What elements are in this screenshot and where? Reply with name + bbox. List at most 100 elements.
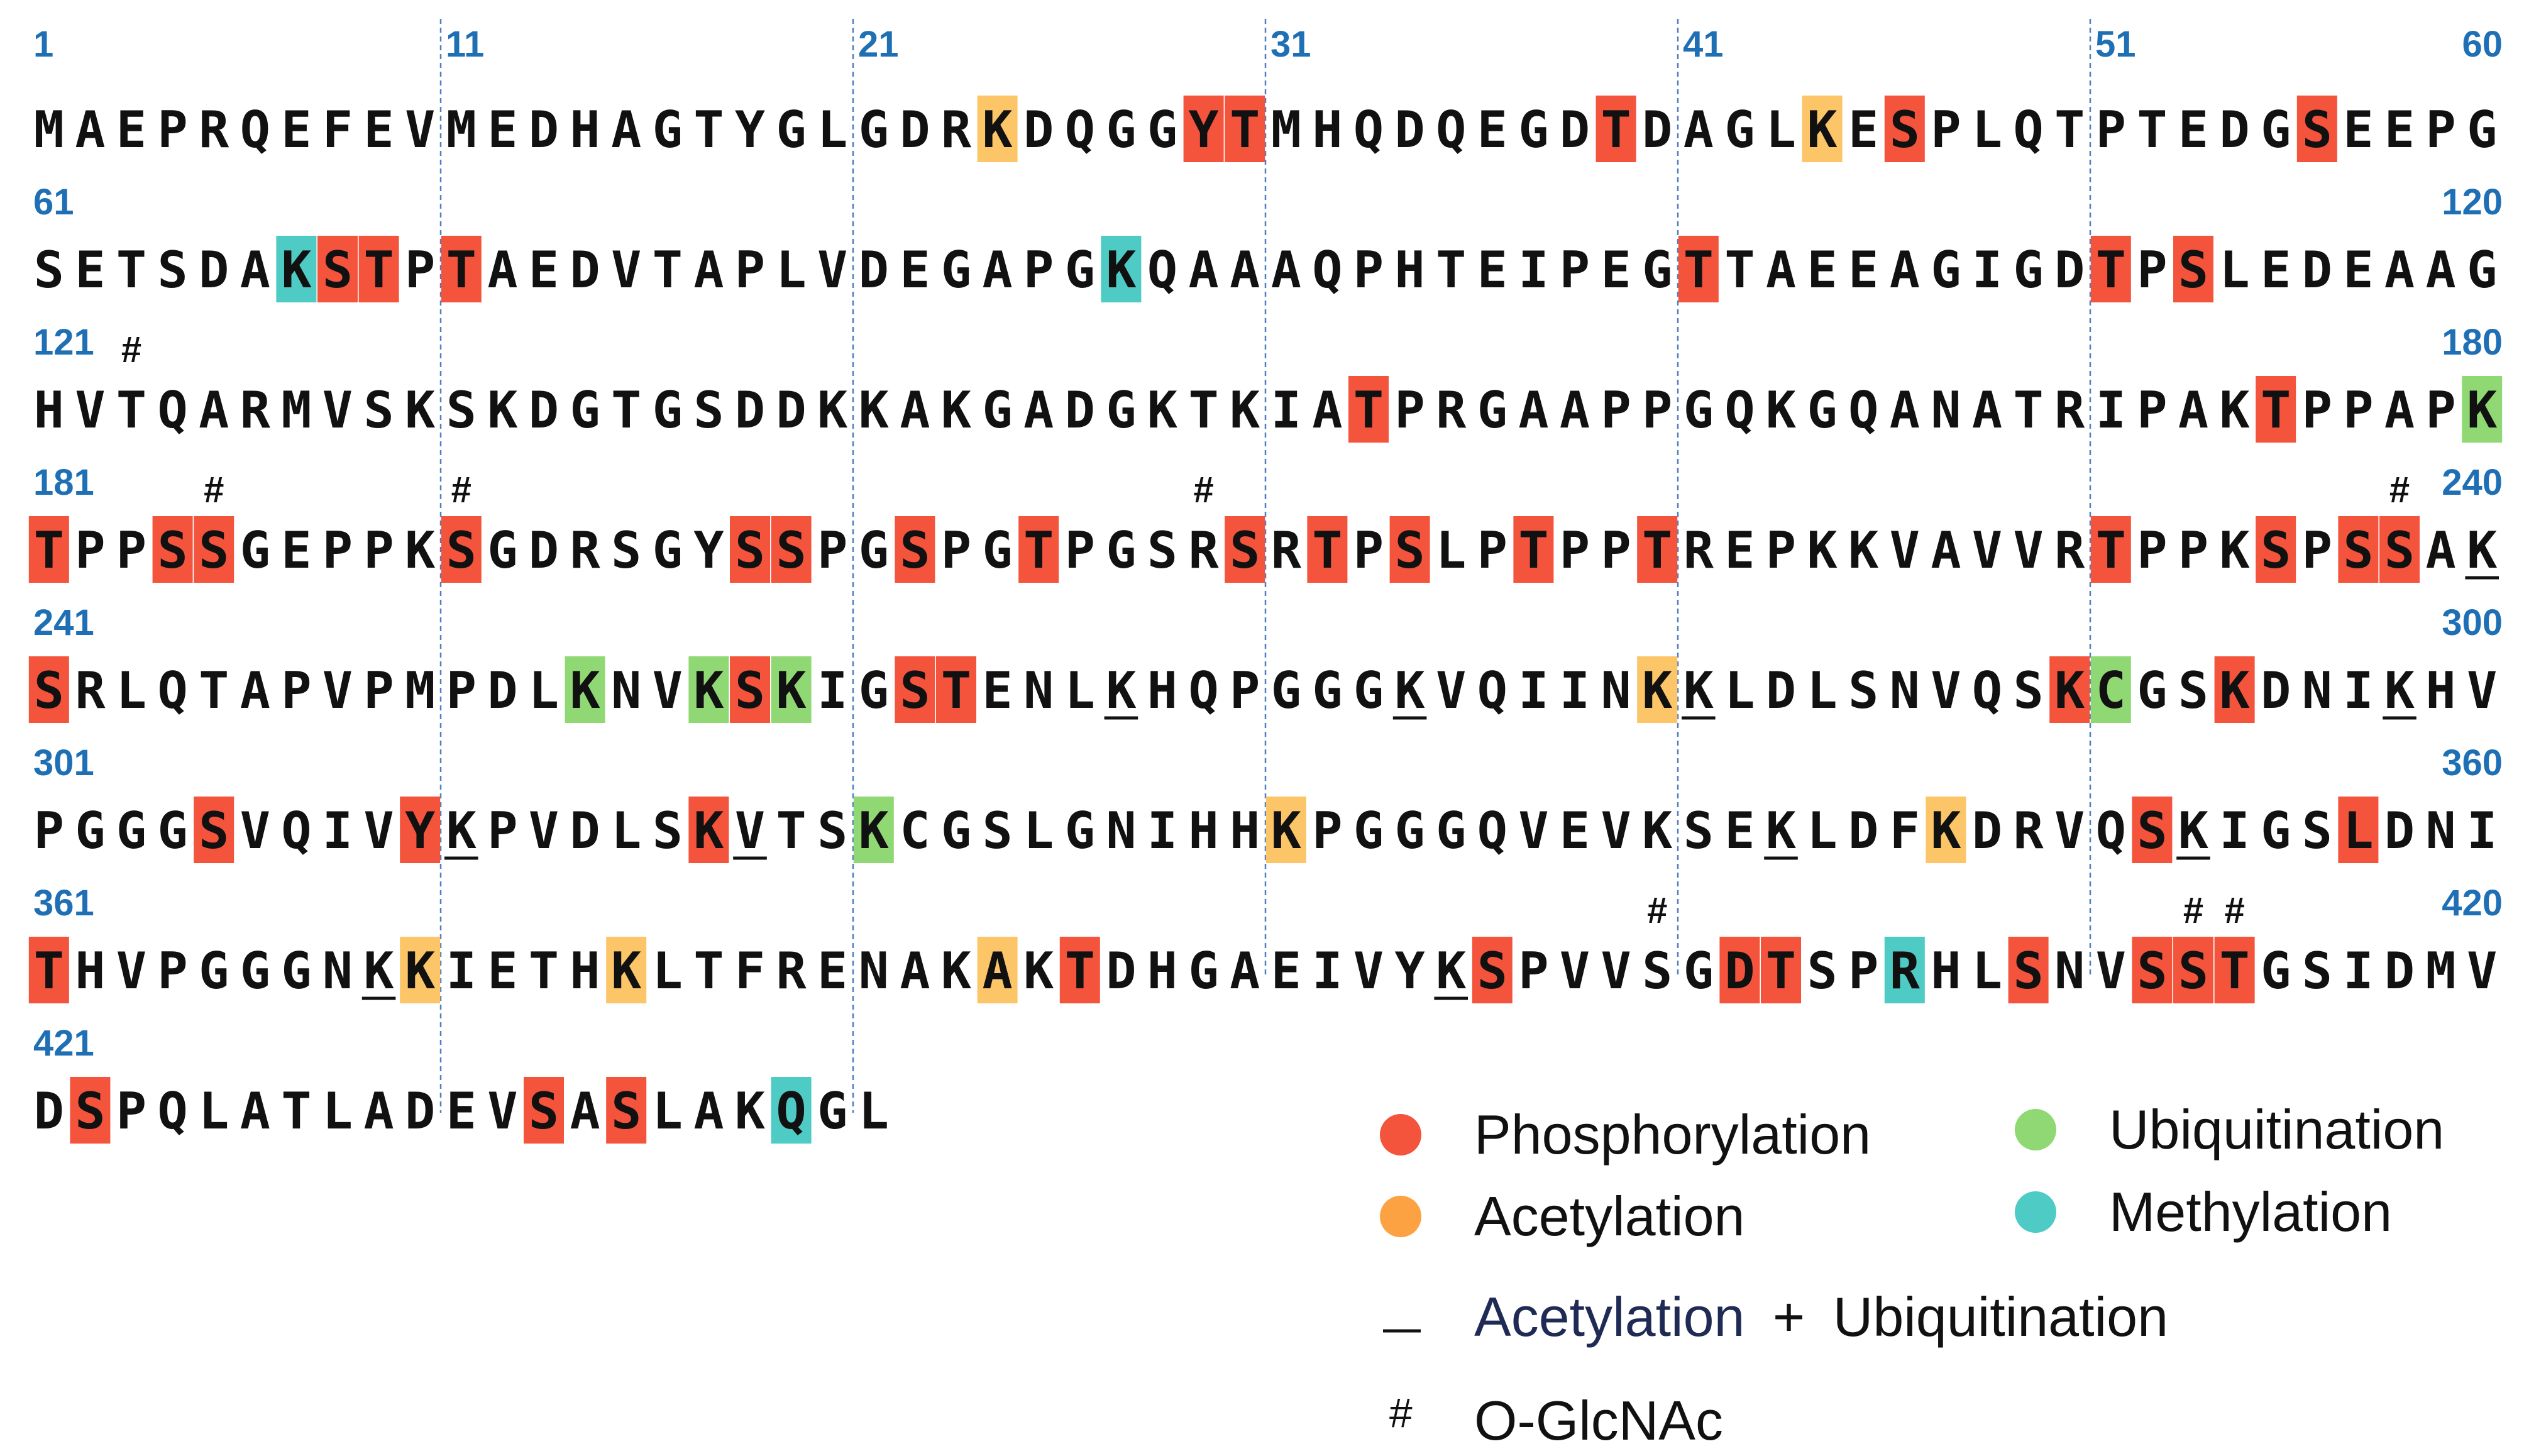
residue: S — [735, 661, 765, 720]
residue: E — [1271, 942, 1301, 1000]
residue: P — [941, 521, 971, 580]
residue: R — [1684, 521, 1714, 580]
phosphorylation-highlight — [1225, 516, 1265, 583]
residue: L — [611, 802, 641, 860]
residue: M — [2426, 942, 2456, 1000]
residue: G — [281, 942, 311, 1000]
residue: P — [1560, 521, 1590, 580]
phosphorylation-highlight — [152, 516, 193, 583]
top-position-label: 21 — [858, 24, 899, 65]
residue: Q — [1312, 241, 1342, 299]
acetylation-highlight — [1802, 96, 1843, 162]
methylation-highlight — [771, 1077, 812, 1144]
residue: S — [2261, 521, 2291, 580]
legend-hash-symbol: # — [1389, 1389, 1413, 1436]
residue: L — [529, 661, 559, 720]
residue: H — [1230, 802, 1260, 860]
residue: S — [34, 661, 64, 720]
phosphorylation-highlight — [2256, 516, 2296, 583]
residue: H — [1189, 802, 1219, 860]
residue: G — [1436, 802, 1466, 860]
residue: Q — [281, 802, 311, 860]
residue: P — [364, 521, 394, 580]
residue: K — [281, 241, 311, 299]
residue: K — [2054, 661, 2085, 720]
phosphorylation-highlight — [2132, 937, 2173, 1003]
residue: A — [1230, 241, 1260, 299]
residue: T — [1724, 241, 1755, 299]
residue: I — [322, 802, 353, 860]
residue: G — [1353, 661, 1384, 720]
residue: A — [240, 241, 270, 299]
residue: G — [1065, 802, 1095, 860]
residue: A — [983, 241, 1013, 299]
residue: D — [2054, 241, 2085, 299]
phosphorylation-highlight — [2132, 797, 2173, 863]
residue: Y — [1395, 942, 1425, 1000]
residue: S — [2178, 241, 2208, 299]
o-glcnac-hash: # — [121, 329, 141, 370]
residue: K — [2178, 802, 2208, 860]
legend: Phosphorylation Acetylation Ubiquitinati… — [1380, 1098, 2444, 1452]
residue: Q — [158, 661, 188, 720]
residue: I — [2096, 381, 2126, 439]
residue: H — [1147, 661, 1177, 720]
phosphorylation-highlight — [2173, 937, 2213, 1003]
phosphorylation-highlight — [2090, 516, 2131, 583]
residue: S — [2014, 661, 2044, 720]
residue: P — [364, 661, 394, 720]
residue: S — [2302, 802, 2332, 860]
residue: D — [529, 521, 559, 580]
residue: K — [1684, 661, 1714, 720]
residue: G — [1395, 802, 1425, 860]
residue: Q — [1848, 381, 1878, 439]
phosphorylation-highlight — [1018, 516, 1059, 583]
ubiquitination-highlight — [688, 656, 729, 723]
residue: S — [776, 521, 807, 580]
legend-acetylation-label: Acetylation — [1474, 1185, 1744, 1247]
residue: D — [34, 1082, 64, 1140]
residue: K — [1931, 802, 1961, 860]
residue: L — [653, 1082, 683, 1140]
residue: T — [34, 521, 64, 580]
residue: A — [1230, 942, 1260, 1000]
residue: E — [75, 241, 105, 299]
residue: S — [322, 241, 353, 299]
residue: V — [322, 381, 353, 439]
residue: R — [570, 521, 601, 580]
residue: L — [2220, 241, 2250, 299]
residue: D — [900, 101, 930, 159]
residue: G — [2467, 101, 2497, 159]
residue: L — [817, 101, 847, 159]
residue: K — [405, 521, 435, 580]
residue: E — [900, 241, 930, 299]
residue: T — [446, 241, 477, 299]
phosphorylation-highlight — [1678, 236, 1719, 302]
residue: A — [2384, 381, 2415, 439]
legend-acetyl-ubiquitin-label: Acetylation + Ubiquitination — [1474, 1286, 2168, 1348]
residue: E — [1848, 101, 1878, 159]
residue: T — [776, 802, 807, 860]
residue: S — [611, 1082, 641, 1140]
residue: S — [653, 802, 683, 860]
residue: K — [405, 942, 435, 1000]
residue: A — [1890, 381, 1920, 439]
residue: I — [1147, 802, 1177, 860]
residue: R — [199, 101, 229, 159]
methylation-highlight — [1884, 937, 1925, 1003]
residue: G — [2467, 241, 2497, 299]
residue: G — [1724, 101, 1755, 159]
residue: D — [1395, 101, 1425, 159]
residue: G — [2261, 942, 2291, 1000]
residue: E — [1724, 521, 1755, 580]
ubiquitination-highlight — [2462, 376, 2503, 443]
residue: T — [2261, 381, 2291, 439]
residue: E — [2343, 241, 2373, 299]
residue: K — [941, 942, 971, 1000]
o-glcnac-hash: # — [2389, 470, 2410, 510]
residue: L — [199, 1082, 229, 1140]
residue: K — [487, 381, 517, 439]
residue: T — [1642, 521, 1672, 580]
residue: K — [1106, 241, 1136, 299]
